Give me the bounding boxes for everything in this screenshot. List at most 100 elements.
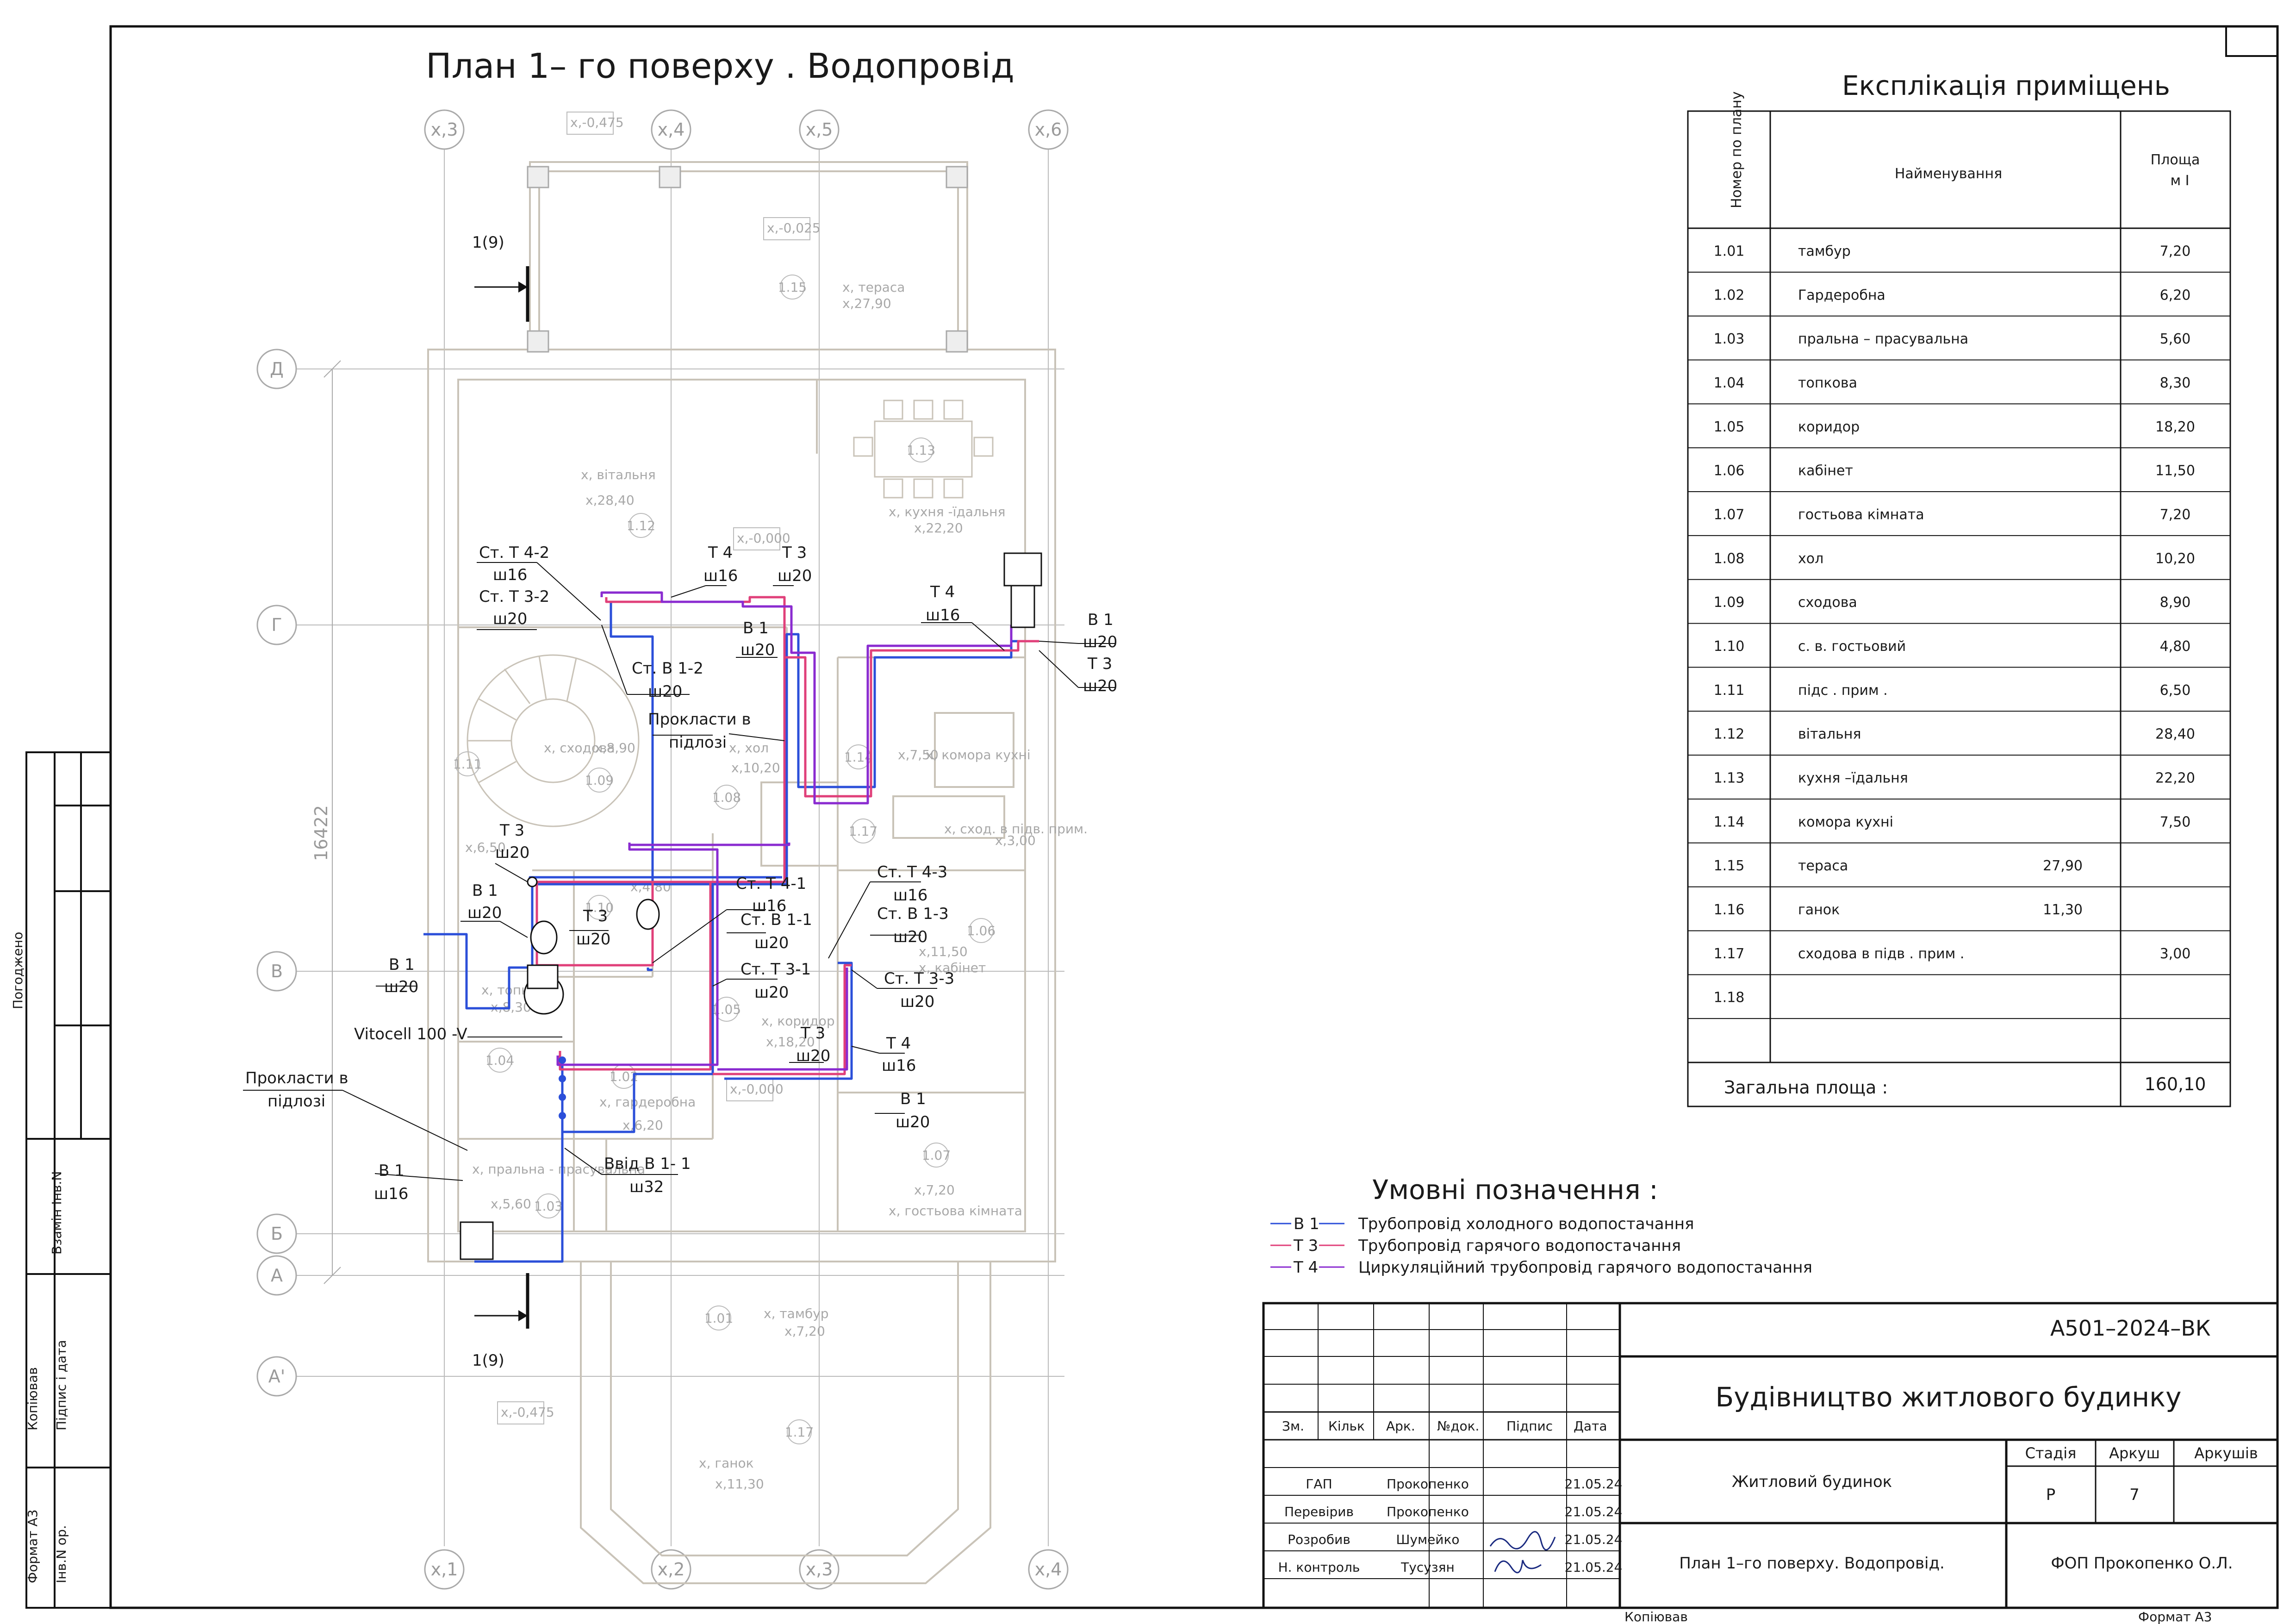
axis-left-5: А bbox=[271, 1265, 283, 1286]
svg-text:x,28,40: x,28,40 bbox=[585, 493, 635, 508]
hdr-sign: Підпис bbox=[1506, 1418, 1553, 1434]
svg-text:ш20: ш20 bbox=[796, 1047, 830, 1065]
row-number: 1.18 bbox=[1714, 990, 1745, 1006]
svg-text:Ст. В 1-1: Ст. В 1-1 bbox=[740, 911, 812, 929]
format-label: Формат А3 bbox=[2138, 1609, 2212, 1624]
total-value: 160,10 bbox=[2145, 1074, 2206, 1094]
hdr-qty: Кільк bbox=[1328, 1418, 1365, 1434]
axis-bottom-2: x,2 bbox=[658, 1559, 685, 1580]
svg-text:ш20: ш20 bbox=[900, 993, 934, 1011]
axis-top-3: x,5 bbox=[806, 119, 833, 140]
boiler-label: Vitocell 100 -V bbox=[354, 1025, 467, 1043]
row-name: ганок bbox=[1798, 902, 1840, 918]
svg-text:Ввід В 1- 1: Ввід В 1- 1 bbox=[604, 1155, 691, 1173]
row-name: сходова в підв . прим . bbox=[1798, 946, 1964, 962]
hdr-sheet: Арк. bbox=[1386, 1418, 1415, 1434]
svg-text:x,3,00: x,3,00 bbox=[995, 833, 1036, 848]
note-floor-b-line1: Прокласти в bbox=[245, 1069, 348, 1087]
row-area: 6,50 bbox=[2160, 682, 2191, 699]
project-code: А501–2024–ВК bbox=[2050, 1316, 2211, 1341]
svg-text:x, гардеробна: x, гардеробна bbox=[599, 1094, 696, 1110]
axis-top-4: x,6 bbox=[1035, 119, 1062, 140]
svg-text:Трубопровід холодного: Трубопровід холодного водопостачання bbox=[1358, 1215, 1694, 1233]
axis-left-4: Б bbox=[271, 1224, 283, 1244]
row-name: пральна – прасувальна bbox=[1798, 331, 1968, 347]
row-number: 1.05 bbox=[1714, 419, 1745, 435]
svg-text:В 1: В 1 bbox=[389, 956, 415, 974]
section-mark-top: 1(9) bbox=[472, 233, 504, 252]
note-floor-a-line1: Прокласти в bbox=[648, 710, 751, 729]
svg-text:ш20: ш20 bbox=[896, 1113, 930, 1131]
dimension-line bbox=[324, 360, 341, 1284]
note-floor-a-line2: підлозі bbox=[669, 733, 727, 752]
stage-value: Р bbox=[2046, 1486, 2056, 1504]
row-number: 1.07 bbox=[1714, 506, 1745, 523]
row-name: с. в. гостьовий bbox=[1798, 638, 1906, 655]
row-number: 1.03 bbox=[1714, 331, 1745, 347]
room-1-11: 1.11x,6,50 bbox=[453, 751, 506, 855]
svg-text:1.15: 1.15 bbox=[778, 280, 807, 295]
svg-text:Т 4: Т 4 bbox=[1293, 1258, 1318, 1277]
row-name: коридор bbox=[1798, 419, 1860, 435]
row-area: 22,20 bbox=[2155, 770, 2195, 787]
stamp-role: ГАП bbox=[1306, 1476, 1332, 1492]
col-num-header: Номер по плану bbox=[1729, 91, 1745, 208]
row-number: 1.11 bbox=[1714, 682, 1745, 699]
stamp-person: Шумейко bbox=[1396, 1532, 1459, 1547]
stamp-date: 21.05.24 bbox=[1565, 1560, 1623, 1575]
side-sign-date: Підпис і дата bbox=[54, 1340, 69, 1430]
row-number: 1.09 bbox=[1714, 594, 1745, 611]
row-area: 6,20 bbox=[2160, 287, 2191, 303]
svg-text:x, тераса: x, тераса bbox=[842, 280, 905, 295]
dimension-value: 16422 bbox=[311, 805, 331, 861]
svg-text:1.09: 1.09 bbox=[585, 773, 614, 788]
row-name: вітальня bbox=[1798, 726, 1861, 743]
svg-text:Ст. Т 3-1: Ст. Т 3-1 bbox=[740, 960, 811, 979]
row-name: Гардеробна bbox=[1798, 287, 1885, 303]
staircase bbox=[467, 654, 640, 827]
stamp-role: Н. контроль bbox=[1278, 1560, 1360, 1575]
sheets-header: Аркушів bbox=[2194, 1444, 2258, 1462]
side-inv-orig: Інв.N ор. bbox=[54, 1525, 69, 1583]
row-area: 18,20 bbox=[2155, 419, 2195, 435]
explication-row: 1.05 коридор 18,20 bbox=[1714, 419, 2195, 435]
svg-text:x, вітальня: x, вітальня bbox=[581, 467, 656, 482]
level-mark-2: x,-0,025 bbox=[767, 220, 821, 236]
svg-text:x, сходова: x, сходова bbox=[544, 740, 615, 756]
svg-text:ш20: ш20 bbox=[493, 610, 527, 628]
side-copied: Копіював bbox=[25, 1367, 40, 1430]
stamp-date: 21.05.24 bbox=[1565, 1532, 1623, 1547]
svg-text:В 1: В 1 bbox=[1088, 611, 1114, 629]
row-number: 1.08 bbox=[1714, 550, 1745, 567]
svg-text:Ст. Т 3-2: Ст. Т 3-2 bbox=[479, 587, 549, 606]
svg-text:Т 3: Т 3 bbox=[782, 543, 807, 562]
row-number: 1.04 bbox=[1714, 375, 1745, 391]
svg-text:В 1: В 1 bbox=[743, 619, 769, 637]
svg-text:Т 3: Т 3 bbox=[800, 1024, 825, 1043]
hdr-change: Зм. bbox=[1282, 1418, 1304, 1434]
plan-title: План 1– го поверху . Водопровід bbox=[426, 46, 1014, 86]
riser-dots bbox=[559, 1056, 566, 1119]
svg-text:Т 3: Т 3 bbox=[1293, 1237, 1318, 1255]
svg-text:В 1: В 1 bbox=[379, 1162, 404, 1180]
svg-text:x, гостьова кімната: x, гостьова кімната bbox=[889, 1203, 1022, 1218]
